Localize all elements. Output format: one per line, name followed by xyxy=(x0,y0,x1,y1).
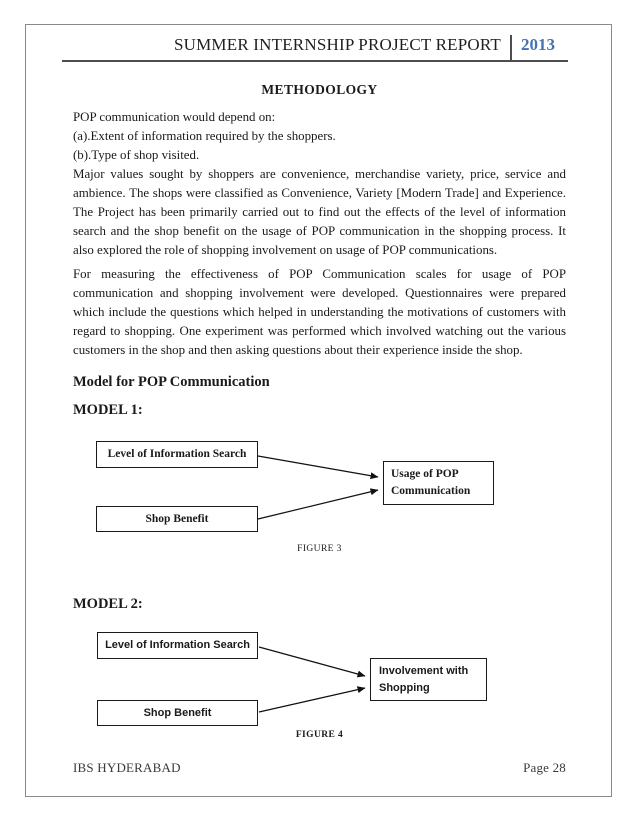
paragraph-2: For measuring the effectiveness of POP C… xyxy=(73,267,566,357)
header-divider xyxy=(510,35,512,60)
page-footer: IBS HYDERABAD Page 28 xyxy=(73,760,566,776)
model2-box-shop-benefit: Shop Benefit xyxy=(97,700,258,726)
footer-institution: IBS HYDERABAD xyxy=(73,760,181,775)
footer-page-number: Page 28 xyxy=(523,760,566,775)
paragraph-1: Major values sought by shoppers are conv… xyxy=(73,167,566,257)
model-section-heading: Model for POP Communication xyxy=(73,374,270,390)
model1-box-usage-line2: Communication xyxy=(391,485,471,497)
model1-box-information-search: Level of Information Search xyxy=(96,441,258,468)
page-border xyxy=(25,24,612,797)
model1-box-usage-of-pop: Usage of POP Communication xyxy=(383,461,494,505)
intro-line-1: POP communication would depend on: xyxy=(73,110,276,124)
model2-box-information-search: Level of Information Search xyxy=(97,632,258,659)
model1-box-usage-line1: Usage of POP xyxy=(391,468,459,480)
intro-line-2: (a).Extent of information required by th… xyxy=(73,129,336,143)
report-year: 2013 xyxy=(521,35,555,54)
intro-line-3: (b).Type of shop visited. xyxy=(73,148,200,162)
model2-box-involvement: Involvement with Shopping xyxy=(370,658,487,701)
figure3-caption: FIGURE 3 xyxy=(297,544,342,554)
model2-heading: MODEL 2: xyxy=(73,596,143,612)
intro-lines: POP communication would depend on: (a).E… xyxy=(73,108,566,165)
section-title: METHODOLOGY xyxy=(261,82,378,97)
model2-box-involvement-line2: Shopping xyxy=(379,682,430,694)
report-title: SUMMER INTERNSHIP PROJECT REPORT xyxy=(173,35,501,54)
model1-heading: MODEL 1: xyxy=(73,402,143,418)
model2-box-involvement-line1: Involvement with xyxy=(379,665,469,677)
figure4-caption: FIGURE 4 xyxy=(295,730,344,740)
page-header: SUMMER INTERNSHIP PROJECT REPORT 2013 xyxy=(62,35,568,62)
model1-box-shop-benefit: Shop Benefit xyxy=(96,506,258,532)
